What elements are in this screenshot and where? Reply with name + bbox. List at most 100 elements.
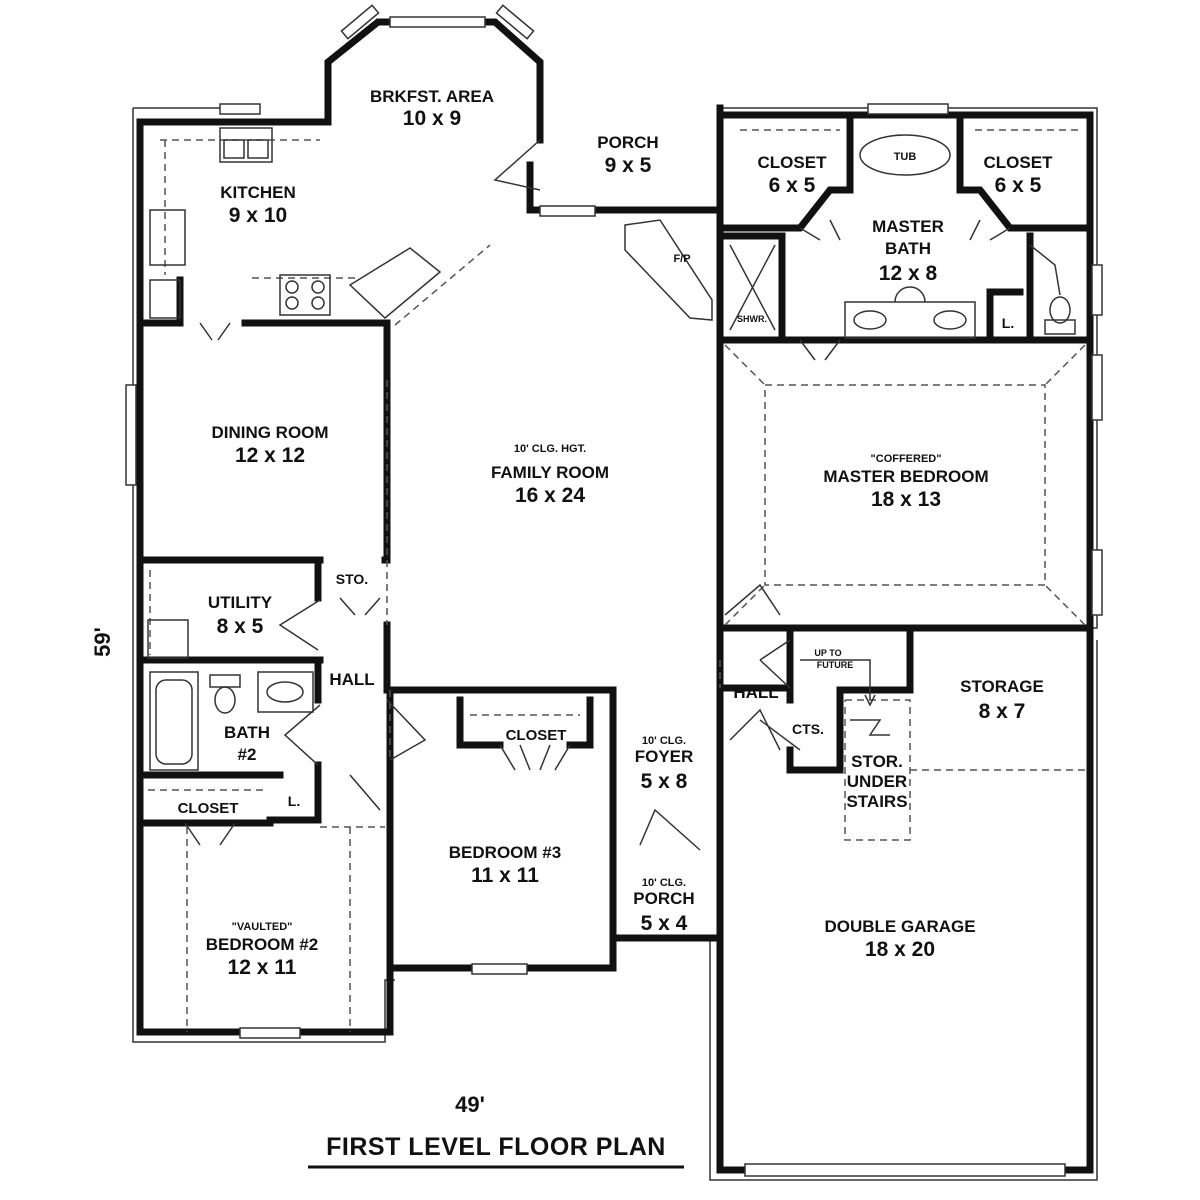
stor-under-stairs-2: UNDER: [847, 772, 907, 791]
sink-bath2: [257, 671, 314, 713]
door-closet-bed3: [499, 744, 571, 771]
dining-name: DINING ROOM: [211, 423, 328, 442]
door-hall-right: [759, 639, 791, 689]
porch-front-name: PORCH: [633, 889, 694, 908]
refrigerator: [149, 209, 186, 266]
dashed-lines: [148, 129, 1090, 1032]
bath2-size: #2: [238, 745, 257, 764]
shower: [729, 244, 776, 331]
toilet-master: [1049, 296, 1071, 324]
dining-size: 12 x 12: [235, 444, 305, 467]
breakfast-name: BRKFST. AREA: [370, 87, 494, 106]
up-to-future-2: FUTURE: [817, 660, 854, 670]
window-dining: [125, 384, 137, 486]
master-bedroom-size: 18 x 13: [871, 488, 941, 511]
closet-bed2-label: CLOSET: [178, 800, 239, 817]
tub: [859, 134, 951, 176]
bedroom2-name: BEDROOM #2: [206, 935, 318, 954]
linen-master-label: L.: [1002, 315, 1014, 331]
sto-label: STO.: [336, 571, 368, 587]
kitchen-size: 9 x 10: [229, 204, 287, 227]
toilet-bath2: [214, 686, 236, 714]
range: [279, 274, 331, 316]
family-name: FAMILY ROOM: [491, 463, 609, 482]
foyer-name: FOYER: [635, 747, 694, 766]
door-toilet: [1029, 244, 1061, 296]
pantry: [149, 279, 181, 319]
door-master-bed: [724, 583, 781, 616]
bedroom2-size: 12 x 11: [228, 956, 297, 979]
depth-label: 59': [90, 627, 115, 657]
door-sto: [339, 597, 381, 616]
door-garage: [729, 708, 781, 751]
window-bay-center: [389, 16, 486, 28]
window-porch: [539, 205, 596, 217]
fixtures: [147, 127, 1076, 771]
foyer-size: 5 x 8: [641, 770, 688, 793]
storage-name: STORAGE: [960, 677, 1044, 696]
door-closet-bed2: [184, 822, 236, 846]
hall-left-label: HALL: [329, 670, 374, 689]
door-closet-left: [799, 219, 841, 241]
room-labels: BRKFST. AREA 10 x 9 KITCHEN 9 x 10 PORCH…: [206, 87, 1053, 979]
fireplace-label: F/P: [673, 253, 690, 265]
kitchen-sink: [219, 127, 273, 163]
doors: [184, 139, 1061, 851]
master-bath-name2: BATH: [885, 239, 931, 258]
family-size: 16 x 24: [515, 484, 585, 507]
bedroom2-note: "VAULTED": [232, 921, 293, 933]
stor-under-stairs-3: STAIRS: [846, 792, 907, 811]
hall-right-label: HALL: [733, 683, 778, 702]
closet-left-master-size: 6 x 5: [769, 174, 816, 197]
master-bath-size: 12 x 8: [879, 262, 938, 285]
bath2-name: BATH: [224, 723, 270, 742]
bedroom3-name: BEDROOM #3: [449, 843, 561, 862]
shower-label: SHWR.: [737, 314, 767, 324]
linen-bath2-label: L.: [288, 793, 300, 809]
porch-front-note: 10' CLG.: [642, 877, 686, 889]
plan-title: FIRST LEVEL FLOOR PLAN: [326, 1133, 666, 1161]
breakfast-size: 10 x 9: [403, 107, 461, 130]
garage-size: 18 x 20: [865, 938, 935, 961]
dimension-labels: 59' 49' FIRST LEVEL FLOOR PLAN: [90, 627, 684, 1169]
fireplace: [624, 219, 713, 321]
master-bath-name: MASTER: [872, 217, 944, 236]
window-master-bed-2: [1091, 549, 1103, 616]
closet-left-master-name: CLOSET: [758, 153, 828, 172]
closet-right-master-size: 6 x 5: [995, 174, 1042, 197]
master-bedroom-note: "COFFERED": [871, 453, 942, 465]
window-bed2: [239, 1027, 301, 1039]
door-bed2: [349, 774, 381, 811]
width-label: 49': [455, 1092, 485, 1117]
door-closet-right: [969, 219, 1011, 241]
door-master-bath: [799, 339, 841, 361]
window-bed3: [471, 963, 528, 975]
window-master-bath: [867, 103, 949, 115]
master-bedroom-name: MASTER BEDROOM: [823, 467, 988, 486]
garage-door: [744, 1163, 1066, 1177]
window-bath: [1091, 264, 1103, 316]
bedroom3-size: 11 x 11: [471, 864, 539, 887]
up-to-future-1: UP TO: [814, 648, 841, 658]
door-bath2: [283, 704, 321, 766]
kitchen-island: [348, 247, 442, 320]
porch-rear-name: PORCH: [597, 133, 658, 152]
door-foyer: [639, 808, 701, 851]
kitchen-name: KITCHEN: [220, 183, 296, 202]
utility-size: 8 x 5: [217, 615, 264, 638]
porch-front-size: 5 x 4: [641, 912, 688, 935]
door-bed3: [386, 699, 427, 761]
tub-bath2: [149, 671, 199, 771]
stairs-arrow: [800, 659, 871, 700]
door-cts: [759, 719, 801, 751]
window-kitchen: [219, 103, 261, 115]
windows: [125, 4, 1103, 1177]
window-bay-right: [495, 4, 535, 40]
door-porch: [493, 139, 541, 191]
stor-under-stairs-1: STOR.: [851, 752, 903, 771]
porch-rear-size: 9 x 5: [605, 154, 652, 177]
garage-name: DOUBLE GARAGE: [824, 917, 975, 936]
washer: [147, 619, 189, 659]
window-master-bed-1: [1091, 354, 1103, 421]
